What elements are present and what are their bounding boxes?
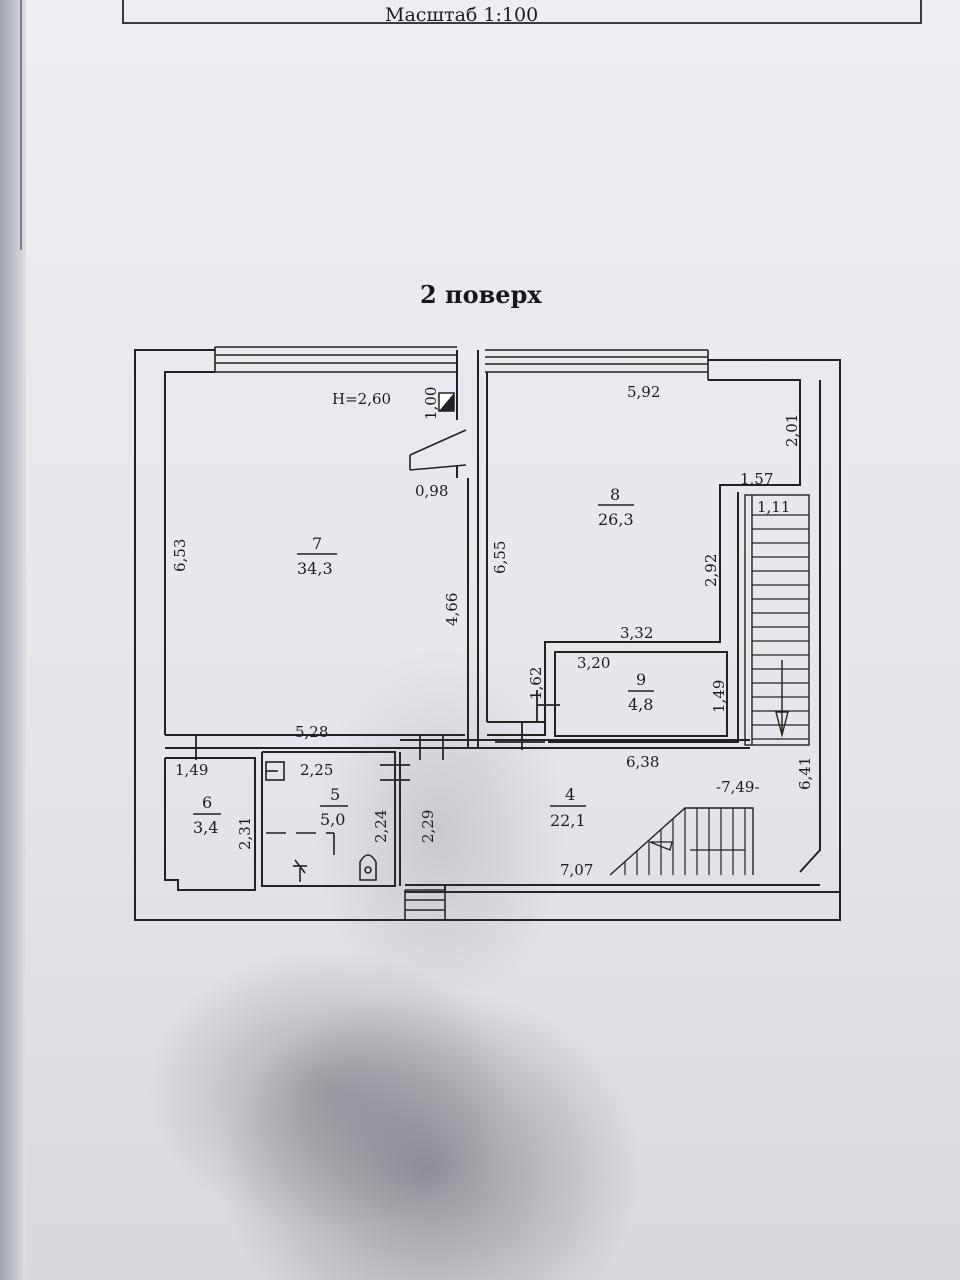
- bottom-opening: [404, 889, 446, 920]
- door-marks: [195, 690, 560, 781]
- room-9-area: 4,8: [628, 695, 653, 714]
- room-7-number: 7: [312, 534, 322, 553]
- room-8-area: 26,3: [598, 510, 634, 529]
- staircase-lower: [609, 807, 754, 876]
- staircase-right: [744, 494, 810, 746]
- dim-5-92: 5,92: [627, 383, 660, 401]
- dim-2-29: 2,29: [419, 810, 437, 843]
- dim-7-07: 7,07: [560, 861, 593, 879]
- room-7-area: 34,3: [297, 559, 333, 578]
- room-6-number: 6: [202, 793, 212, 812]
- outer-walls: [134, 349, 841, 921]
- dim-2-24: 2,24: [372, 810, 390, 843]
- dim-1-11: 1,11: [757, 498, 790, 516]
- interior-walls: [164, 350, 840, 893]
- dim-0-98: 0,98: [415, 482, 448, 500]
- dim-1-62: 1,62: [527, 667, 545, 700]
- stair-steps-lower: [624, 808, 746, 875]
- dim-3-32: 3,32: [620, 624, 653, 642]
- dim-2-01: 2,01: [783, 414, 801, 447]
- window-top-left: [214, 346, 457, 373]
- dim-1-57: 1,57: [740, 470, 773, 488]
- dim-5-28: 5,28: [295, 723, 328, 741]
- stair-arrow-lower-icon: [649, 841, 745, 851]
- room-8-number: 8: [610, 485, 620, 504]
- room-5-area: 5,0: [320, 810, 345, 829]
- window-top-right: [485, 349, 709, 380]
- top-frame: [122, 0, 922, 24]
- dim-1-49-room6: 1,49: [175, 761, 208, 779]
- room-9-number: 9: [636, 670, 646, 689]
- dim-6-41: 6,41: [796, 757, 814, 790]
- dim-2-92: 2,92: [702, 554, 720, 587]
- dim-1-49-room9: 1,49: [710, 680, 728, 713]
- room-5-number: 5: [330, 785, 340, 804]
- vent-icon: [438, 392, 455, 412]
- height-label: H=2,60: [332, 390, 391, 408]
- dim-2-31: 2,31: [236, 817, 254, 850]
- dim-1-00: 1,00: [422, 387, 440, 420]
- scale-label: Масштаб 1:100: [385, 4, 539, 26]
- stair-arrow-down-icon: [775, 660, 789, 738]
- room-4-area: 22,1: [550, 811, 586, 830]
- room-6-area: 3,4: [193, 818, 218, 837]
- bathroom-fixtures: [265, 761, 377, 882]
- door-swing: [409, 429, 467, 471]
- dim-6-55: 6,55: [491, 541, 509, 574]
- dim-4-66: 4,66: [443, 593, 461, 626]
- stair-steps-right: [752, 514, 809, 740]
- dim-7-49: -7,49-: [716, 778, 760, 796]
- dim-6-38: 6,38: [626, 753, 659, 771]
- frame-margin-line: [20, 0, 22, 250]
- dim-3-20: 3,20: [577, 654, 610, 672]
- room-4-number: 4: [565, 785, 575, 804]
- dim-2-25: 2,25: [300, 761, 333, 779]
- floor-title: 2 поверх: [420, 280, 542, 309]
- dim-6-53: 6,53: [171, 539, 189, 572]
